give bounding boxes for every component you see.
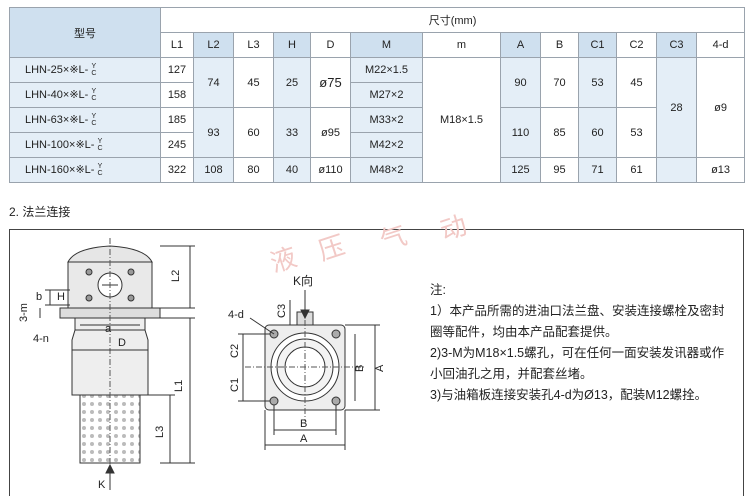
cell-m: M27×2	[350, 82, 423, 108]
flange-k-view	[238, 290, 380, 450]
dim-label-b-vertical: B	[354, 365, 366, 372]
dim-label-a-horizontal: A	[300, 433, 308, 445]
cell-c2: 45	[616, 57, 657, 108]
cell-l1: 127	[160, 57, 194, 83]
dim-label-c3: C3	[276, 304, 288, 318]
header-model: 型号	[9, 7, 161, 58]
cell-c1: 53	[578, 57, 617, 108]
notes-block: 注: 1）本产品所需的进油口法兰盘、安装连接螺栓及密封圈等配件，均由本产品配套提…	[430, 280, 730, 406]
cell-l1: 322	[160, 157, 194, 183]
dim-label-k: K	[98, 479, 106, 491]
dim-label-l2: L2	[170, 270, 182, 282]
cell-a: 110	[500, 107, 541, 158]
cell-d: ø110	[310, 157, 351, 183]
cell-b: 85	[540, 107, 579, 158]
col-header: H	[273, 32, 311, 58]
col-header: D	[310, 32, 351, 58]
dim-label-3m: 3-m	[18, 303, 30, 322]
dim-label-4d: 4-d	[228, 309, 244, 321]
col-header: 4-d	[695, 32, 746, 58]
cell-4d: ø9	[695, 57, 746, 158]
dim-label-h: H	[57, 291, 65, 303]
col-header: B	[540, 32, 579, 58]
cell-d: ø75	[310, 57, 351, 108]
cell-m: M33×2	[350, 107, 423, 133]
note-item: 3)与油箱板连接安装孔4-d为Ø13，配装M12螺拴。	[430, 388, 708, 402]
dim-label-c2: C2	[229, 344, 241, 358]
cell-m: M42×2	[350, 132, 423, 158]
cell-l2: 93	[193, 107, 234, 158]
note-item: 2)3-M为M18×1.5螺孔，可在任何一面安装发讯器或作小回油孔之用，并配套丝…	[430, 346, 725, 381]
cell-4d: ø13	[695, 157, 746, 183]
cell-l2: 74	[193, 57, 234, 108]
dim-label-b-horizontal: B	[300, 418, 307, 430]
cell-c2: 53	[616, 107, 657, 158]
dim-label-4n: 4-n	[33, 333, 49, 345]
cell-m: M22×1.5	[350, 57, 423, 83]
dim-label-b: b	[36, 291, 42, 303]
col-header: m	[422, 32, 501, 58]
cell-c1: 71	[578, 157, 617, 183]
dim-label-a-vertical: A	[374, 364, 386, 372]
diagram-frame	[9, 229, 744, 496]
cell-c3: 28	[656, 57, 697, 158]
section-title: 2. 法兰连接	[9, 205, 71, 219]
col-header: C3	[656, 32, 697, 58]
dim-label-d: D	[118, 337, 126, 349]
col-header: A	[500, 32, 541, 58]
dim-label-k-direction: K向	[293, 273, 313, 288]
cell-l2: 108	[193, 157, 234, 183]
cell-c2: 61	[616, 157, 657, 183]
notes-title: 注:	[430, 283, 446, 297]
note-item: 1）本产品所需的进油口法兰盘、安装连接螺栓及密封圈等配件，均由本产品配套提供。	[430, 304, 725, 339]
cell-a: 125	[500, 157, 541, 183]
dim-label-a: a	[105, 323, 112, 335]
filter-side-view	[39, 238, 195, 490]
cell-c3-empty	[656, 157, 697, 183]
cell-l1: 185	[160, 107, 194, 133]
spec-table: 型号 尺寸(mm) L1 L2 L3 H D M m A B C1 C2 C3 …	[9, 7, 746, 183]
cell-m: M48×2	[350, 157, 423, 183]
dim-label-l3: L3	[154, 426, 166, 438]
col-header: L3	[233, 32, 274, 58]
dim-label-c1: C1	[229, 378, 241, 392]
cell-a: 90	[500, 57, 541, 108]
cell-h: 40	[273, 157, 311, 183]
cell-h: 33	[273, 107, 311, 158]
col-header: C2	[616, 32, 657, 58]
dim-label-l1: L1	[173, 380, 185, 392]
